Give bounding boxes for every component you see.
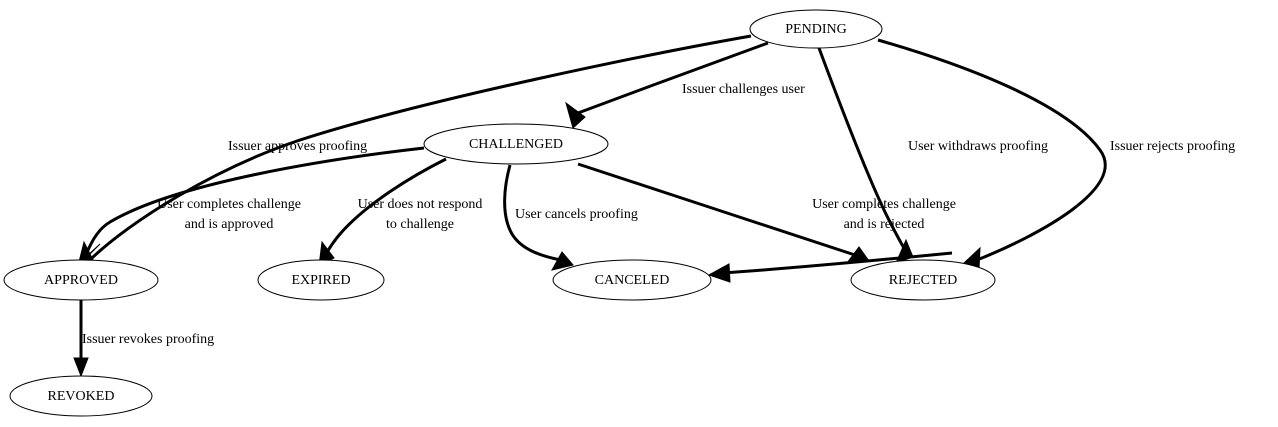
arrowhead-icon — [565, 101, 586, 129]
node-label-canceled: CANCELED — [595, 273, 670, 288]
edge-line-pending-approved — [90, 34, 752, 260]
node-pending[interactable]: PENDING — [749, 9, 883, 49]
node-shape-expired[interactable] — [257, 259, 385, 301]
node-label-rejected: REJECTED — [889, 273, 957, 288]
node-approved[interactable]: APPROVED — [3, 259, 159, 301]
edge-pending-rejected-2 — [877, 38, 1107, 270]
edge-line-challenged-expired — [324, 157, 447, 255]
edge-label-pending-rejected-2: Issuer rejects proofing — [1110, 139, 1235, 154]
edge-label-line: User cancels proofing — [515, 207, 638, 222]
edge-label-line: Issuer approves proofing — [228, 139, 367, 154]
edge-challenged-canceled-cross — [707, 251, 953, 283]
node-shape-canceled[interactable] — [552, 259, 712, 301]
edge-line-challenged-approved — [84, 146, 425, 256]
node-label-approved: APPROVED — [44, 273, 118, 288]
edge-challenged-expired — [318, 157, 447, 267]
edge-line-pending-rejected-2 — [877, 38, 1107, 262]
edge-label-line: Issuer revokes proofing — [82, 332, 214, 347]
edge-label-line: Issuer rejects proofing — [1110, 139, 1235, 154]
node-rejected[interactable]: REJECTED — [850, 259, 996, 301]
node-label-challenged: CHALLENGED — [469, 137, 563, 152]
node-challenged[interactable]: CHALLENGED — [423, 123, 609, 165]
arrowhead-icon — [707, 263, 731, 283]
edge-label-line: to challenge — [386, 217, 454, 232]
node-shape-approved[interactable] — [3, 259, 159, 301]
node-shape-challenged[interactable] — [423, 123, 609, 165]
edge-label-challenged-expired: User does not respond to challenge — [358, 197, 483, 232]
edge-label-pending-approved: Issuer approves proofing — [228, 139, 367, 154]
edge-challenged-canceled — [503, 164, 574, 271]
node-shape-pending[interactable] — [749, 9, 883, 49]
edge-labels-layer: Issuer approves proofing Issuer challenge… — [82, 82, 1235, 347]
node-label-expired: EXPIRED — [291, 273, 350, 288]
node-shape-rejected[interactable] — [850, 259, 996, 301]
edge-label-line: User completes challenge — [157, 197, 301, 212]
edge-label-pending-rejected: User withdraws proofing — [908, 139, 1048, 154]
edge-pending-challenged — [565, 41, 769, 129]
edge-line-challenged-canceled-cross — [721, 251, 953, 275]
edge-line-challenged-rejected — [577, 162, 856, 257]
node-canceled[interactable]: CANCELED — [552, 259, 712, 301]
arrowhead-icon — [73, 357, 89, 378]
node-shape-revoked[interactable] — [9, 375, 153, 417]
arrowhead-icon — [551, 251, 574, 271]
node-label-revoked: REVOKED — [48, 389, 115, 404]
edge-label-line: and is rejected — [844, 217, 925, 232]
node-revoked[interactable]: REVOKED — [9, 375, 153, 417]
edge-label-challenged-rejected: User completes challenge and is rejected — [812, 197, 956, 232]
edge-label-challenged-canceled: User cancels proofing — [515, 207, 638, 222]
edge-line-pending-rejected — [817, 47, 907, 251]
edge-label-line: User completes challenge — [812, 197, 956, 212]
nodes-layer: PENDING CHALLENGED APPROVED EXPIRED CANCELED… — [3, 9, 996, 417]
node-label-pending: PENDING — [785, 22, 846, 37]
edge-label-line: User withdraws proofing — [908, 139, 1048, 154]
edge-label-line: User does not respond — [358, 197, 483, 212]
edge-approved-revoked — [73, 300, 89, 378]
node-expired[interactable]: EXPIRED — [257, 259, 385, 301]
edge-label-challenged-approved: User completes challenge and is approved — [157, 197, 301, 232]
edge-line-pending-challenged — [577, 41, 769, 115]
edge-label-line: Issuer challenges user — [682, 82, 805, 97]
edge-line-challenged-canceled — [503, 164, 562, 262]
edge-label-approved-revoked: Issuer revokes proofing — [82, 332, 214, 347]
edge-label-pending-challenged: Issuer challenges user — [682, 82, 805, 97]
edge-label-line: and is approved — [185, 217, 274, 232]
